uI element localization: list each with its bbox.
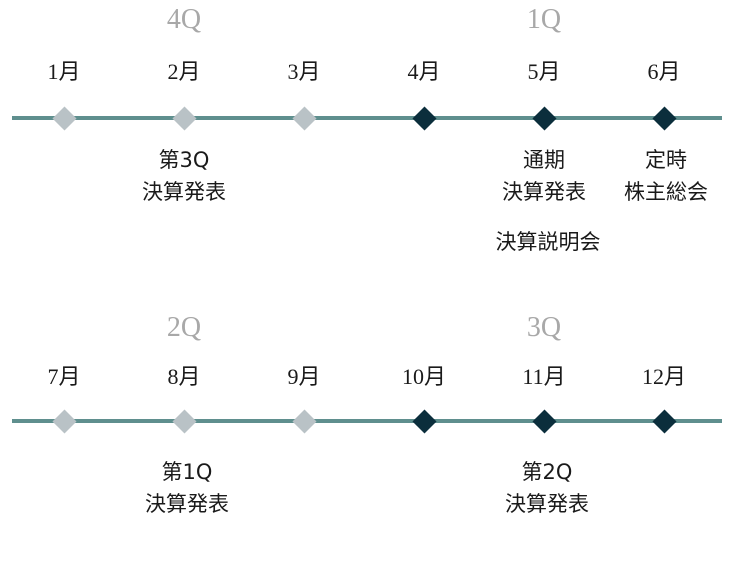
timeline-row-jul-dec: 2Q 3Q 7月 8月 9月 10月 11月 12月 第1Q 決算発表 第2Q … (0, 308, 732, 568)
quarter-label-1q: 1Q (526, 4, 562, 35)
month-label-oct: 10月 (401, 364, 446, 389)
event-earnings-briefing: 決算説明会 (473, 226, 623, 258)
month-label-jun: 6月 (647, 59, 681, 84)
diamond-marker-icon-nov (531, 408, 557, 434)
diamond-marker-icon-may (531, 105, 557, 131)
quarter-label-3q: 3Q (526, 312, 562, 343)
quarter-label-2q: 2Q (166, 312, 202, 343)
event-line: 第1Q (161, 460, 213, 484)
month-label-feb: 2月 (167, 59, 201, 84)
month-label-aug: 8月 (167, 364, 201, 389)
event-line: 通期 (523, 148, 565, 172)
month-label-may: 5月 (527, 59, 561, 84)
event-line: 第3Q (158, 148, 210, 172)
timeline-line (12, 419, 722, 423)
diamond-marker-icon-jun (651, 105, 677, 131)
event-shareholders-meeting: 定時 株主総会 (591, 144, 732, 208)
event-line: 決算発表 (142, 180, 226, 204)
month-label-mar: 3月 (287, 59, 321, 84)
diamond-marker-icon-oct (411, 408, 437, 434)
event-line: 決算発表 (505, 492, 589, 516)
diamond-marker-icon-aug (171, 408, 197, 434)
diamond-marker-icon-jul (51, 408, 77, 434)
diamond-marker-icon-sep (291, 408, 317, 434)
diamond-marker-icon-dec (651, 408, 677, 434)
month-label-jan: 1月 (47, 59, 81, 84)
timeline-row-jan-jun: 4Q 1Q 1月 2月 3月 4月 5月 6月 第3Q 決算発表 通期 決算発表… (0, 0, 732, 260)
month-label-dec: 12月 (641, 364, 686, 389)
month-label-nov: 11月 (522, 364, 566, 389)
event-q1-earnings: 第1Q 決算発表 (112, 456, 262, 520)
diamond-marker-icon-feb (171, 105, 197, 131)
diamond-marker-icon-jan (51, 105, 77, 131)
event-line: 決算発表 (502, 180, 586, 204)
quarter-label-4q: 4Q (166, 4, 202, 35)
event-line: 第2Q (521, 460, 573, 484)
event-line: 定時 (645, 148, 687, 172)
event-line: 株主総会 (624, 180, 708, 204)
diamond-marker-icon-mar (291, 105, 317, 131)
event-full-year-earnings: 通期 決算発表 (469, 144, 619, 208)
event-q3-earnings: 第3Q 決算発表 (109, 144, 259, 208)
event-line: 決算説明会 (495, 230, 601, 254)
month-label-sep: 9月 (287, 364, 321, 389)
month-label-jul: 7月 (47, 364, 81, 389)
diamond-marker-icon-apr (411, 105, 437, 131)
event-q2-earnings: 第2Q 決算発表 (472, 456, 622, 520)
timeline-line (12, 116, 722, 120)
month-label-apr: 4月 (407, 59, 441, 84)
event-line: 決算発表 (145, 492, 229, 516)
